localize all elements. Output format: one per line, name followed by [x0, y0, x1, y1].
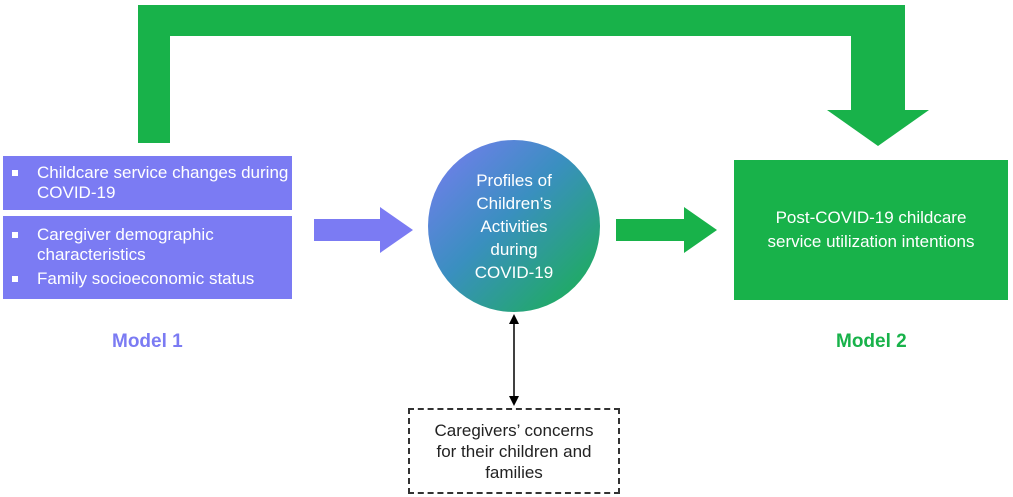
bullet-icon — [12, 276, 18, 282]
childcare-changes-box: Childcare service changes during COVID-1… — [3, 156, 292, 210]
model-1-label: Model 1 — [112, 331, 183, 352]
utilization-intentions-box: Post-COVID-19 childcare service utilizat… — [734, 160, 1008, 300]
activity-profiles-circle: Profiles of Children’s Activities during… — [428, 140, 600, 312]
bullet-icon — [12, 232, 18, 238]
green-right-arrow — [616, 207, 717, 253]
caregiver-concerns-box: Caregivers’ concerns for their children … — [408, 408, 620, 494]
bullet-icon — [12, 170, 18, 176]
top-elbow-arrow — [138, 5, 929, 146]
list-item: Childcare service changes during COVID-1… — [3, 163, 292, 203]
blue-right-arrow — [314, 207, 413, 253]
model-2-label: Model 2 — [836, 331, 907, 352]
double-headed-arrow — [509, 314, 519, 406]
list-item: Caregiver demographic characteristics — [3, 225, 292, 265]
list-item: Family socioeconomic status — [3, 269, 292, 289]
demographics-box: Caregiver demographic characteristics Fa… — [3, 216, 292, 299]
